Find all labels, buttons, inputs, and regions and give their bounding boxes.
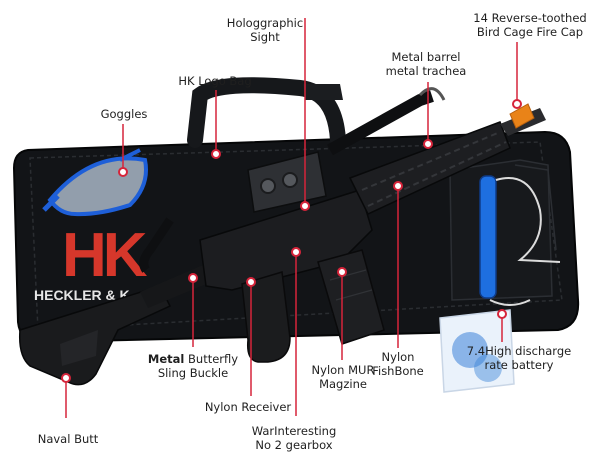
- label-battery: 7.4High discharge rate battery: [466, 344, 572, 372]
- label-holographic-sight: Hologgraphic Sight: [226, 16, 304, 44]
- hk-logo: HK HECKLER & K: [34, 221, 152, 303]
- label-hk-logo-bag: HK Logo Bag: [178, 74, 252, 88]
- label-fire-cap: 14 Reverse-toothed Bird Cage Fire Cap: [473, 11, 587, 39]
- label-metal-barrel: Metal barrel metal trachea: [385, 50, 467, 78]
- label-butterfly-rest: Butterfly Sling Buckle: [157, 352, 239, 380]
- hk-logo-mark: HK: [62, 221, 148, 290]
- callout-lines: [65, 18, 518, 418]
- label-nylon-mur-magazine: Nylon MUR Magzine: [311, 363, 375, 391]
- label-gearbox: WarInteresting No 2 gearbox: [251, 424, 337, 452]
- battery-icon: [479, 175, 561, 306]
- label-nylon-fishbone: Nylon FishBone: [372, 350, 424, 378]
- callout-dots: [61, 99, 522, 383]
- label-naval-butt: Naval Butt: [37, 432, 99, 446]
- rifle: [18, 103, 546, 386]
- label-butterfly-sling-buckle: Metal Butterfly Sling Buckle: [138, 352, 248, 380]
- holographic-sight: [247, 151, 327, 213]
- label-goggles: Goggles: [100, 107, 148, 121]
- hk-logo-text: HECKLER & K: [34, 287, 130, 303]
- label-nylon-receiver: Nylon Receiver: [204, 400, 292, 414]
- label-butterfly-bold: Metal: [147, 352, 185, 366]
- bb-bag-icon: [439, 309, 515, 393]
